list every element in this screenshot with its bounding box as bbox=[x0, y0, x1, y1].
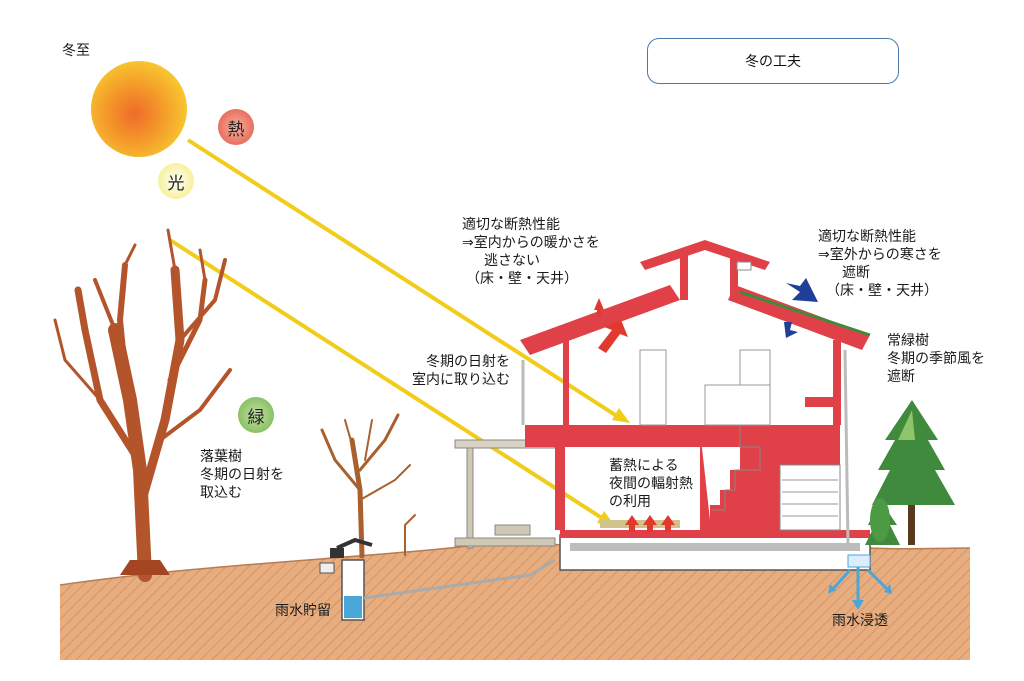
deciduous-label: 落葉樹 冬期の日射を 取込む bbox=[200, 449, 284, 501]
title-box: 冬の工夫 bbox=[647, 38, 899, 84]
heat-arrows bbox=[594, 298, 675, 532]
rain-infiltration bbox=[828, 554, 892, 610]
green-badge: 緑 bbox=[238, 397, 274, 433]
deciduous-tree-large bbox=[53, 228, 232, 582]
cold-arrows bbox=[784, 278, 818, 338]
rain-storage-label: 雨水貯留 bbox=[275, 603, 331, 619]
evergreen-label: 常緑樹 冬期の季節風を 遮断 bbox=[887, 333, 985, 385]
sun bbox=[91, 61, 187, 157]
sunlight-in-label: 冬期の日射を 室内に取り込む bbox=[412, 354, 510, 388]
solstice-label: 冬至 bbox=[62, 43, 90, 59]
insulation-right-label: 適切な断熱性能 ⇒室外からの寒さを 遮断 （床・壁・天井） bbox=[818, 229, 942, 299]
heat-badge: 熱 bbox=[218, 109, 254, 145]
sun-ray-lower bbox=[168, 238, 607, 522]
rain-storage-pump bbox=[319, 537, 556, 621]
deciduous-tree-small bbox=[320, 413, 416, 559]
diagram-title: 冬の工夫 bbox=[745, 54, 801, 70]
thermal-storage-label: 蓄熱による 夜間の輻射熱 の利用 bbox=[609, 458, 693, 510]
pergola bbox=[454, 439, 556, 549]
rain-infiltration-label: 雨水浸透 bbox=[832, 613, 888, 629]
sun-ray-upper bbox=[186, 138, 622, 420]
evergreen-tree bbox=[865, 400, 955, 545]
house bbox=[520, 240, 871, 571]
light-badge: 光 bbox=[158, 163, 194, 199]
insulation-left-label: 適切な断熱性能 ⇒室内からの暖かさを 逃さない （床・壁・天井） bbox=[462, 217, 600, 287]
